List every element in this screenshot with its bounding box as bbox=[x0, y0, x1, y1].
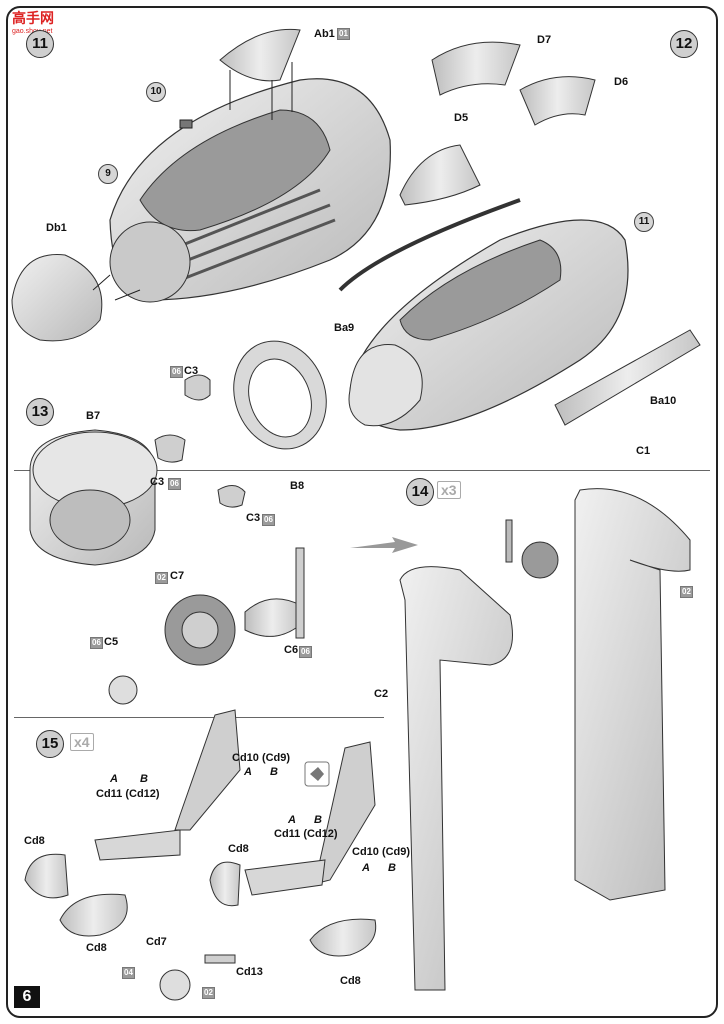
badge-02-c7: 02 bbox=[155, 572, 168, 584]
page-frame bbox=[6, 6, 718, 1018]
label-cd8-c: Cd8 bbox=[228, 843, 249, 855]
label-cd10-right: Cd10 (Cd9) bbox=[352, 846, 411, 858]
label-variant-a3: A bbox=[288, 814, 296, 826]
label-d7: D7 bbox=[537, 34, 552, 46]
label-ba9: Ba9 bbox=[334, 322, 355, 334]
badge-02-cd7: 02 bbox=[202, 987, 215, 999]
label-ba10: Ba10 bbox=[650, 395, 677, 407]
ref-step-9: 9 bbox=[98, 164, 118, 184]
section-divider-lower bbox=[14, 717, 384, 718]
label-ab1: Ab1 bbox=[314, 28, 335, 40]
step-number-15: 15 bbox=[36, 730, 64, 758]
ref-step-11: 11 bbox=[634, 212, 654, 232]
badge-06-c5: 06 bbox=[90, 637, 103, 649]
label-b7: B7 bbox=[86, 410, 101, 422]
label-cd11-left: Cd11 (Cd12) bbox=[96, 788, 160, 800]
step12-nacelle bbox=[348, 219, 629, 431]
label-cd13: Cd13 bbox=[236, 966, 263, 978]
badge-06-c3-bottom: 06 bbox=[262, 514, 275, 526]
step-number-12: 12 bbox=[670, 30, 698, 58]
label-cd8-b: Cd8 bbox=[86, 942, 107, 954]
multiplier-x3: x3 bbox=[437, 481, 461, 499]
step-number-14: 14 bbox=[406, 478, 434, 506]
label-cd7: Cd7 bbox=[146, 936, 167, 948]
label-c2: C2 bbox=[374, 688, 389, 700]
label-c1: C1 bbox=[636, 445, 651, 457]
step11-arrows bbox=[92, 62, 293, 301]
badge-02-c1: 02 bbox=[680, 586, 693, 598]
canopy-d7 bbox=[431, 41, 521, 96]
label-variant-b1: B bbox=[140, 773, 148, 785]
canopy-d6 bbox=[519, 76, 596, 126]
label-variant-b3: B bbox=[314, 814, 322, 826]
label-cd11-right: Cd11 (Cd12) bbox=[274, 828, 338, 840]
multiplier-x4: x4 bbox=[70, 733, 94, 751]
step11-canopy bbox=[219, 28, 301, 82]
canopy-d5 bbox=[399, 144, 481, 206]
label-c3-bottom: C3 bbox=[246, 512, 261, 524]
label-c6: C6 bbox=[284, 644, 299, 656]
swap-symbol bbox=[304, 761, 330, 787]
label-c7: C7 bbox=[170, 570, 185, 582]
badge-06-c3-top: 06 bbox=[170, 366, 183, 378]
label-variant-b2: B bbox=[270, 766, 278, 778]
step11-nacelle bbox=[109, 78, 391, 303]
label-b8: B8 bbox=[290, 480, 305, 492]
section-divider bbox=[14, 470, 710, 471]
label-cd8-d: Cd8 bbox=[340, 975, 361, 987]
label-cd10-left: Cd10 (Cd9) bbox=[232, 752, 291, 764]
badge-06-c6: 06 bbox=[299, 646, 312, 658]
label-c3-mid: C3 bbox=[150, 476, 165, 488]
label-db1: Db1 bbox=[46, 222, 67, 234]
panel-ba10 bbox=[554, 329, 701, 426]
arrow-to-step14 bbox=[350, 537, 418, 553]
label-variant-a1: A bbox=[110, 773, 118, 785]
label-variant-a4: A bbox=[362, 862, 370, 874]
label-d5: D5 bbox=[454, 112, 469, 124]
step15-landing-gear bbox=[24, 709, 377, 1001]
strip-ba9 bbox=[338, 198, 521, 292]
label-variant-b4: B bbox=[388, 862, 396, 874]
step-number-13: 13 bbox=[26, 398, 54, 426]
step13-spinner-parts bbox=[29, 340, 327, 566]
label-d6: D6 bbox=[614, 76, 629, 88]
part10-small bbox=[179, 119, 193, 129]
label-variant-a2: A bbox=[244, 766, 252, 778]
badge-06-c3-mid: 06 bbox=[168, 478, 181, 490]
badge-04: 04 bbox=[122, 967, 135, 979]
ref-step-10: 10 bbox=[146, 82, 166, 102]
badge-01: 01 bbox=[337, 28, 350, 40]
page-number: 6 bbox=[14, 986, 40, 1008]
label-c3-top: C3 bbox=[184, 365, 199, 377]
step14-nacelle-halves bbox=[399, 488, 691, 991]
step11-nose-cone-db1 bbox=[11, 254, 103, 342]
step13-engine-front bbox=[108, 547, 305, 705]
label-cd8-a: Cd8 bbox=[24, 835, 45, 847]
step-number-11: 11 bbox=[26, 30, 54, 58]
label-c5: C5 bbox=[104, 636, 119, 648]
